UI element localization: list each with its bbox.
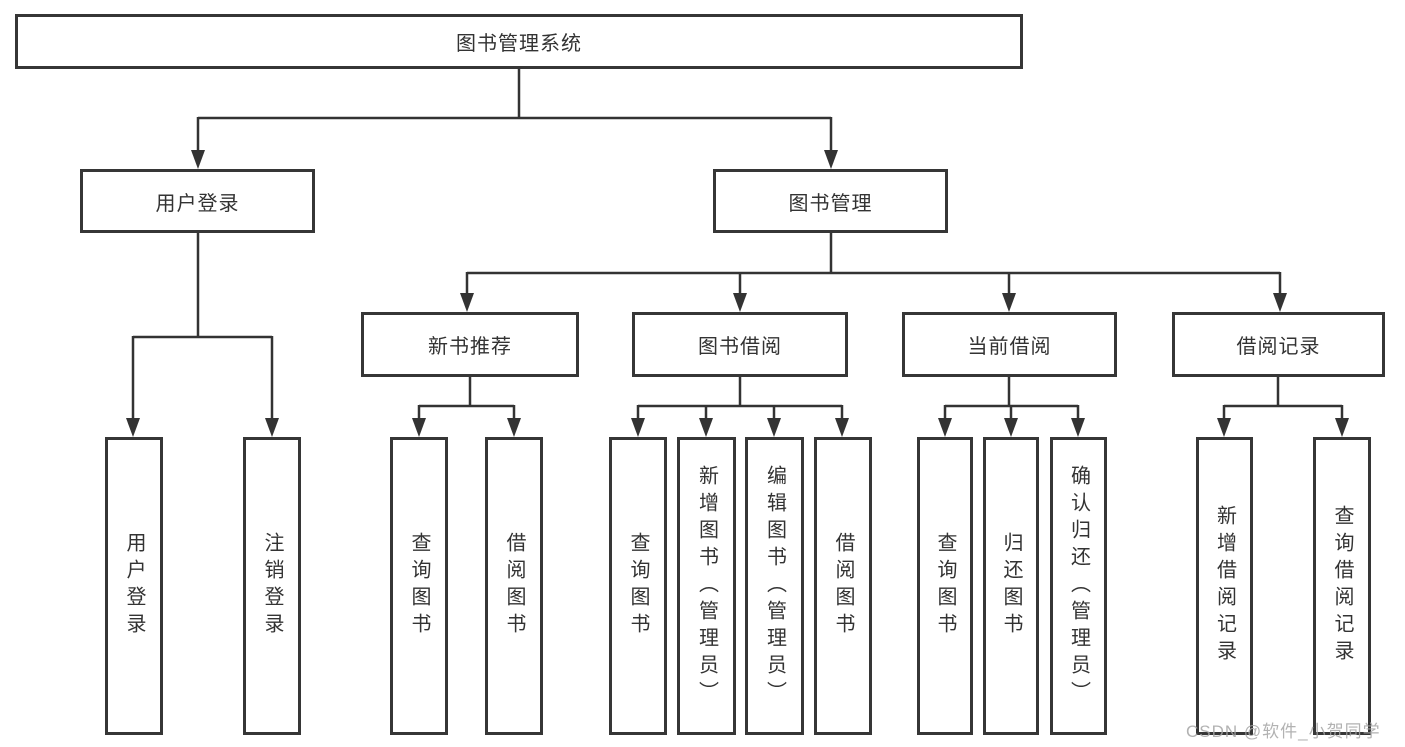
connector-borrowing-records-children xyxy=(1217,377,1349,437)
leaf-cb-query-books: 查询图书 xyxy=(917,437,973,735)
node-borrowing-records: 借阅记录 xyxy=(1172,312,1385,377)
connector-new-book-recommendation-children xyxy=(412,377,521,437)
leaf-br-query-borrow-record: 查询借阅记录 xyxy=(1313,437,1371,735)
leaf-bb-add-books-admin: 新增图书（管理员） xyxy=(677,437,736,735)
connector-book-management-children xyxy=(460,233,1287,312)
leaf-nbr-borrow-books: 借阅图书 xyxy=(485,437,543,735)
leaf-bb-borrow-books: 借阅图书 xyxy=(814,437,872,735)
node-library-management-system: 图书管理系统 xyxy=(15,14,1023,69)
csdn-watermark: CSDN @软件_小贺同学 xyxy=(1186,722,1381,741)
connector-current-borrowing-children xyxy=(938,377,1085,437)
leaf-nbr-query-books: 查询图书 xyxy=(390,437,448,735)
leaf-br-add-borrow-record: 新增借阅记录 xyxy=(1196,437,1253,735)
connector-book-borrowing-children xyxy=(631,377,849,437)
leaf-bb-query-books: 查询图书 xyxy=(609,437,667,735)
node-current-borrowing: 当前借阅 xyxy=(902,312,1117,377)
leaf-cb-return-books: 归还图书 xyxy=(983,437,1039,735)
node-book-management: 图书管理 xyxy=(713,169,948,233)
node-user-login: 用户登录 xyxy=(80,169,315,233)
node-book-borrowing: 图书借阅 xyxy=(632,312,848,377)
node-new-book-recommendation: 新书推荐 xyxy=(361,312,579,377)
leaf-bb-edit-books-admin: 编辑图书（管理员） xyxy=(745,437,804,735)
leaf-user-login: 用户登录 xyxy=(105,437,163,735)
connector-root-to-level1 xyxy=(191,69,838,169)
leaf-logout-login: 注销登录 xyxy=(243,437,301,735)
connector-user-login-children xyxy=(126,233,279,437)
leaf-cb-confirm-return-admin: 确认归还（管理员） xyxy=(1050,437,1107,735)
